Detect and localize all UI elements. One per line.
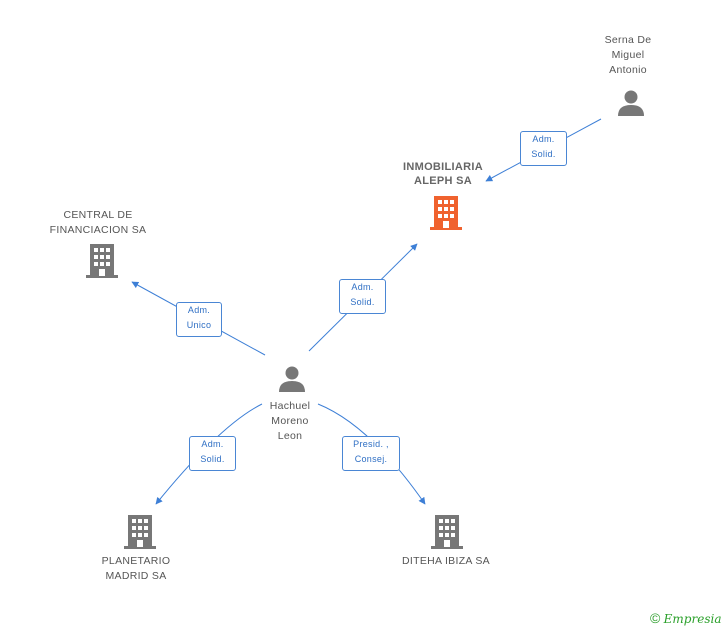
node-label-diteha[interactable]: DITEHA IBIZA SA: [402, 555, 490, 567]
edge-role-line2: Unico: [186, 320, 212, 330]
edge-role-line1: Presid. ,: [353, 439, 389, 449]
footer-brand: © Empresia: [650, 610, 721, 626]
edge-label-hachuel-planetario[interactable]: Adm. Solid.: [189, 436, 236, 471]
edge-role-line1: Adm.: [351, 282, 374, 292]
node-label-hachuel[interactable]: Hachuel Moreno Leon: [269, 400, 311, 442]
edge-label-hachuel-diteha[interactable]: Presid. , Consej.: [342, 436, 400, 471]
person-icon[interactable]: [277, 365, 307, 393]
building-icon[interactable]: [124, 515, 156, 549]
building-icon[interactable]: [431, 515, 463, 549]
copyright-icon: ©: [650, 610, 661, 626]
building-icon-focus[interactable]: [430, 196, 462, 230]
node-label-inmobiliaria[interactable]: INMOBILIARIA ALEPH SA: [403, 161, 483, 187]
edge-label-hachuel-inmobiliaria[interactable]: Adm. Solid.: [339, 279, 386, 314]
edge-label-serna-inmobiliaria[interactable]: Adm. Solid.: [520, 131, 567, 166]
node-label-serna[interactable]: Serna De Miguel Antonio: [604, 34, 652, 76]
brand-logo: Empresia: [663, 612, 722, 626]
edge-role-line2: Solid.: [350, 297, 375, 307]
edge-label-hachuel-central[interactable]: Adm. Unico: [176, 302, 222, 337]
node-label-planetario[interactable]: PLANETARIO MADRID SA: [101, 555, 171, 582]
person-icon[interactable]: [616, 89, 646, 117]
edge-role-line2: Solid.: [200, 454, 225, 464]
edge-role-line1: Adm.: [187, 305, 211, 315]
node-label-central[interactable]: CENTRAL DE FINANCIACION SA: [49, 209, 147, 236]
edge-role-line1: Adm.: [532, 134, 555, 144]
edge-role-line1: Adm.: [201, 439, 224, 449]
building-icon[interactable]: [86, 244, 118, 278]
edge-role-line2: Consej.: [354, 454, 388, 464]
edge-role-line2: Solid.: [531, 149, 556, 159]
